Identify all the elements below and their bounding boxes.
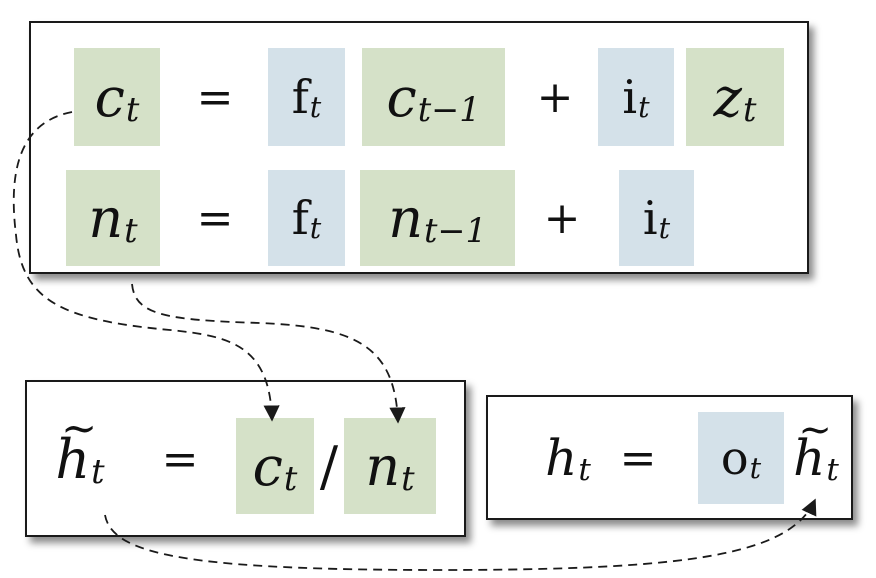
symbol-sub: t — [658, 212, 671, 246]
equals-sign: = — [196, 71, 234, 123]
equals-sign: = — [619, 432, 657, 484]
equals-sign: = — [196, 192, 234, 244]
symbol-sub: t — [638, 91, 650, 125]
symbol-base: n — [88, 186, 124, 250]
plus-sign: + — [543, 192, 581, 244]
symbol-base: n — [365, 434, 401, 498]
plus-sign: + — [536, 71, 574, 123]
symbol-accent-wrap: h~ — [55, 404, 97, 491]
symbol-base: h — [793, 429, 826, 487]
symbol-sub: t — [283, 459, 298, 499]
symbol-base: c — [386, 65, 417, 129]
tilde-accent: ~ — [60, 403, 98, 454]
symbol-base: o — [720, 431, 749, 485]
symbol-base: h — [545, 429, 578, 487]
normalized-hidden-lhs: h~t — [35, 404, 125, 508]
symbol-accent-wrap: h~ — [793, 407, 832, 487]
symbol-base: n — [388, 186, 423, 250]
symbol-sub: t — [91, 452, 105, 492]
symbol-sub: t — [309, 91, 322, 125]
symbol-sub: t — [826, 451, 839, 488]
symbol-sub: t — [124, 211, 138, 251]
symbol-sub: t−1 — [417, 90, 481, 130]
symbol-sub: t — [749, 452, 762, 486]
symbol-sub: t−1 — [423, 211, 487, 251]
symbol-base: z — [713, 65, 742, 129]
equals-sign: = — [161, 433, 199, 485]
division-slash: / — [319, 434, 339, 498]
tilde-accent: ~ — [798, 407, 832, 453]
symbol-sub: t — [401, 459, 415, 499]
hidden-output-box — [486, 395, 853, 520]
symbol-sub: t — [578, 451, 591, 488]
symbol-sub: t — [309, 212, 322, 246]
symbol-base: h — [55, 427, 91, 491]
symbol-base: f — [291, 70, 309, 124]
symbol-base: f — [291, 191, 309, 245]
symbol-base: i — [622, 70, 638, 124]
normalized-hidden-rhs: h~t — [786, 407, 846, 504]
symbol-base: c — [94, 65, 125, 129]
symbol-base: i — [642, 191, 658, 245]
symbol-sub: t — [125, 90, 140, 130]
symbol-sub: t — [743, 90, 757, 130]
symbol-base: c — [252, 434, 283, 498]
